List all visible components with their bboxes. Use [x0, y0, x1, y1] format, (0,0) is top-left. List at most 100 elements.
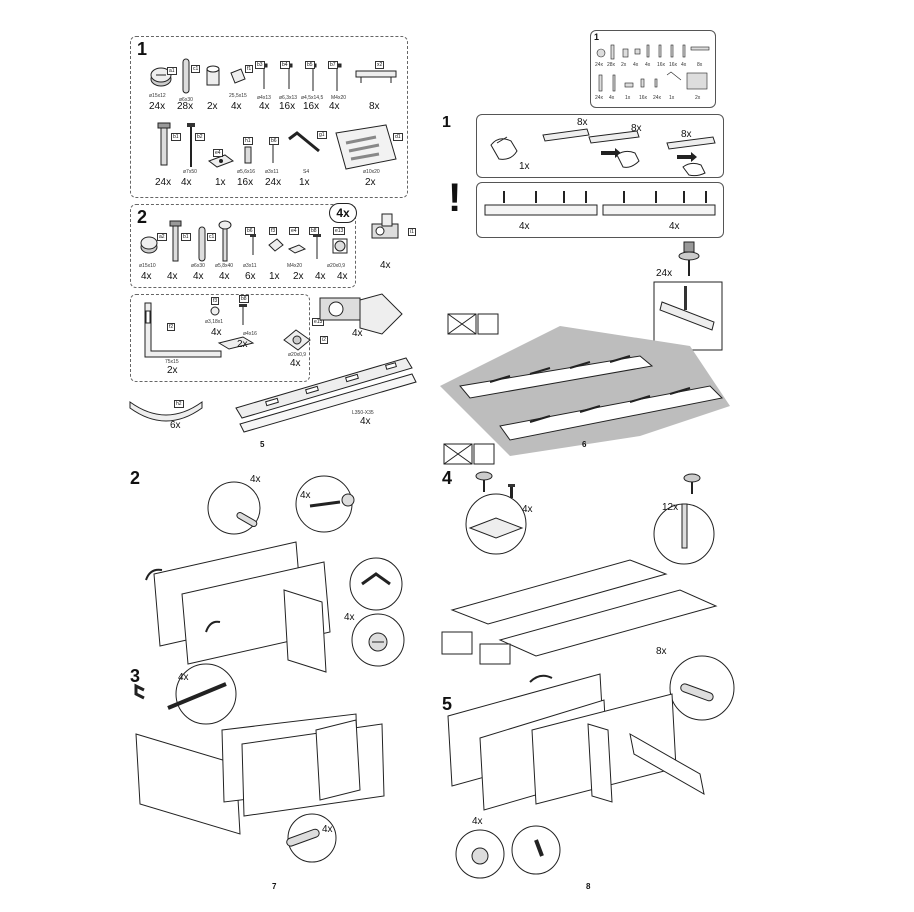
hinge-illustration: [371, 213, 399, 239]
part-code: e4: [213, 149, 223, 157]
row-qty: 4x: [669, 221, 680, 232]
drawer-rail-icon: [659, 301, 715, 331]
hinge-plate-icon: [468, 517, 524, 539]
part-code: b4: [280, 61, 290, 69]
part-code: x2: [375, 61, 385, 69]
nail-icon: [270, 142, 276, 163]
mini-part-icon: [624, 82, 634, 88]
drawer-rail-icon: [542, 128, 716, 150]
page-number: 6: [582, 440, 587, 449]
nail-icon: [250, 234, 256, 255]
part-qty: 1x: [269, 271, 280, 282]
step3-assembly-illustration: [134, 663, 385, 863]
part-spec: ø4x13: [257, 95, 271, 101]
part-code: e13: [333, 227, 346, 235]
screw-icon: [239, 304, 247, 325]
mini-qty: 28x: [607, 62, 616, 68]
part-code: i2: [320, 336, 328, 344]
step-number: 4: [442, 468, 453, 488]
dowel-icon: [236, 512, 258, 527]
part-qty: 16x: [279, 101, 296, 112]
mini-part-icon: [634, 48, 641, 55]
mini-part-icon: [596, 48, 606, 58]
orientation-sketch-icon: [447, 313, 499, 335]
hardware-illustrations: [140, 220, 348, 262]
page-number: 8: [586, 882, 591, 891]
long-bolt-icon: [218, 220, 232, 262]
long-bolt-icon: [169, 220, 182, 262]
part-qty: 24x: [265, 177, 282, 188]
hinge-icon: [371, 213, 399, 239]
page-7: 2 4x 4x 4x 3 4x 4x 7: [126, 464, 426, 894]
panels-on-floor-illustration: [440, 313, 730, 465]
part-spec: ø3x11: [265, 169, 279, 175]
plate-icon: [287, 244, 307, 254]
part-spec: ø5,8x40: [215, 263, 234, 269]
cabinet-panel: [447, 673, 705, 811]
long-bolt-icon: [157, 122, 171, 166]
mini-part-icon: [686, 72, 708, 90]
dowel-qty: 4x: [250, 474, 261, 485]
handle-icon: [355, 70, 397, 83]
part-spec: 25,5x15: [229, 93, 247, 99]
mini-qty: 2x: [695, 95, 701, 101]
angle-bracket-icon: [144, 302, 222, 358]
hinge-icon: [319, 293, 403, 335]
part-code: b6: [269, 137, 279, 145]
part-qty: 4x: [259, 101, 270, 112]
shelf-peg-icon: [244, 146, 252, 164]
cam-lock-icon: [150, 67, 172, 87]
part-spec: ø20x0,9: [288, 352, 307, 358]
part-qty: 4x: [211, 327, 222, 338]
part-qty: 4x: [141, 271, 152, 282]
screw-zoom-illustration: [653, 241, 723, 351]
plate-icon: [217, 336, 255, 350]
part-qty: 4x: [181, 177, 192, 188]
mini-qty: 24x: [595, 95, 604, 101]
mini-qty: 16x: [639, 95, 648, 101]
drawer-rail-icon: [235, 357, 417, 433]
drawer-rail-icon: [484, 204, 716, 216]
page-8: 4 4x 12x 5 8x 4x 8: [440, 464, 740, 894]
mini-part-icon: [690, 46, 710, 51]
part-spec: ø7x50: [183, 169, 197, 175]
step2-assembly-illustration: [145, 475, 405, 673]
wood-screw-icon: [187, 123, 195, 167]
mini-part-icon: [640, 78, 645, 88]
part-spec: ø3x11: [243, 263, 257, 269]
mini-qty: 4x: [681, 62, 687, 68]
part-spec: ø15x12: [149, 93, 166, 99]
part-qty: 4x: [380, 260, 391, 271]
part-qty: 2x: [237, 339, 248, 350]
arc-strip-icon: [129, 401, 203, 422]
part-code: g1: [317, 131, 327, 139]
part-code: b5: [305, 61, 315, 69]
part-code: b8: [309, 227, 319, 235]
screwdriver-icon: [134, 683, 145, 700]
allen-key-icon: [288, 131, 320, 153]
step-number: 2: [130, 468, 141, 488]
mini-part-icon: [666, 71, 682, 81]
part-qty: 4x: [337, 271, 348, 282]
part-spec: ø10x20: [363, 169, 380, 175]
part-qty: 24x: [155, 177, 172, 188]
washer-icon: [283, 329, 311, 351]
mini-step-number: 1: [594, 32, 600, 42]
part-qty: 6x: [245, 271, 256, 282]
part-qty: 6x: [170, 420, 181, 431]
allen-key-icon: [361, 572, 391, 586]
mini-qty: 4x: [609, 95, 615, 101]
rail-screw-box: 4x 4x: [476, 182, 724, 238]
curved-arrow-icon: [145, 568, 221, 633]
cam-lock-icon: [471, 847, 489, 865]
cam-bolt-qty: 12x: [662, 502, 679, 513]
mini-qty: 24x: [653, 95, 662, 101]
part-spec: ø4,5x14,5: [301, 95, 324, 101]
step4-assembly-illustration: [441, 471, 718, 665]
cam-lock-icon: [368, 632, 388, 652]
cam-bolt-icon: [681, 503, 688, 549]
part-qty: 1x: [299, 177, 310, 188]
screw-icon: [508, 484, 515, 498]
part-spec: S4: [303, 169, 310, 175]
row-qty: 4x: [519, 221, 530, 232]
